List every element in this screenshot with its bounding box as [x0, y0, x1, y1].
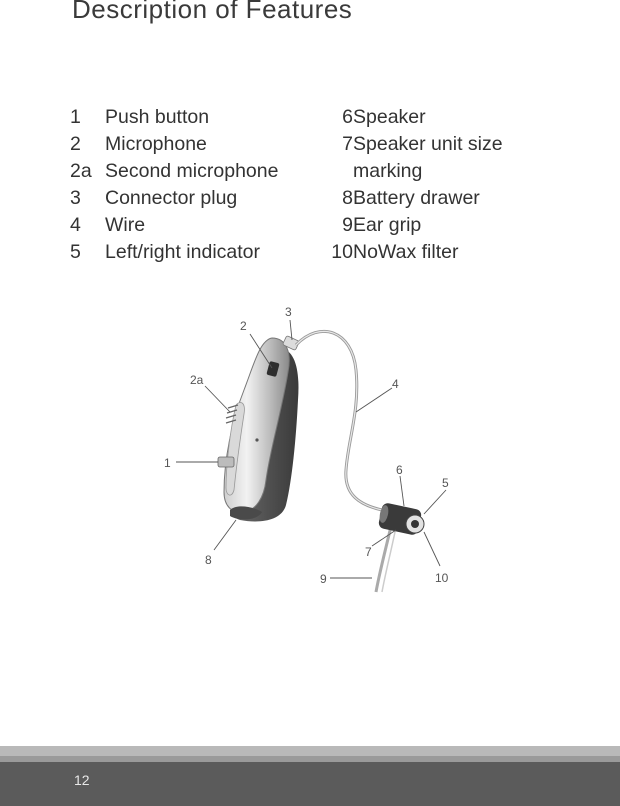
callout-label: 4	[392, 377, 399, 391]
legend-item: 2a Second microphone	[70, 158, 278, 185]
callout-label: 9	[320, 572, 327, 586]
legend-label: Push button	[105, 106, 210, 128]
callout-lines	[176, 319, 447, 579]
battery-drawer	[230, 506, 262, 520]
legend-item: 7 Speaker unit size marking	[316, 131, 543, 185]
legend-label: Wire	[105, 214, 146, 236]
legend-label: NoWax filter	[353, 241, 459, 263]
legend-label: Connector plug	[105, 187, 238, 209]
legend-item: 4 Wire	[70, 212, 278, 239]
legend-label: Microphone	[105, 133, 207, 155]
legend-number: 4	[70, 214, 81, 236]
legend-number: 1	[70, 106, 81, 128]
page-footer	[0, 762, 620, 806]
push-button	[217, 456, 235, 468]
legend-number: 7	[342, 133, 353, 155]
legend-item: 6 Speaker	[316, 104, 543, 131]
legend-item: 5 Left/right indicator	[70, 239, 278, 266]
legend-label: Second microphone	[105, 160, 279, 182]
page-number: 12	[74, 772, 90, 788]
legend-item: 8 Battery drawer	[316, 185, 543, 212]
legend-item: 10 NoWax filter	[316, 239, 543, 266]
legend-label: Battery drawer	[353, 187, 480, 209]
wire	[294, 329, 383, 512]
feature-legend-right: 6 Speaker 7 Speaker unit size marking 8 …	[316, 104, 543, 266]
second-microphone	[225, 404, 239, 424]
feature-legend-left: 1 Push button 2 Microphone 2a Second mic…	[70, 104, 278, 266]
callout-label: 5	[442, 476, 449, 490]
legend-label: Left/right indicator	[105, 241, 261, 263]
legend-number: 2a	[70, 160, 92, 182]
legend-number: 3	[70, 187, 81, 209]
legend-item: 2 Microphone	[70, 131, 278, 158]
legend-label: Speaker	[353, 106, 426, 128]
callout-label: 7	[365, 545, 372, 559]
callout-label: 8	[205, 553, 212, 567]
legend-number: 10	[331, 241, 353, 263]
legend-label: Ear grip	[353, 214, 422, 236]
legend-number: 8	[342, 187, 353, 209]
legend-item: 9 Ear grip	[316, 212, 543, 239]
legend-item: 1 Push button	[70, 104, 278, 131]
legend-number: 5	[70, 241, 81, 263]
callout-label: 10	[435, 571, 449, 585]
page-title: Description of Features	[72, 0, 353, 24]
legend-number: 2	[70, 133, 81, 155]
footer-band-accent	[0, 756, 620, 762]
connector-plug	[282, 335, 300, 351]
callout-label: 6	[396, 463, 403, 477]
speaker	[378, 503, 425, 535]
callout-label: 2	[240, 319, 247, 333]
left-right-dot	[255, 438, 259, 442]
legend-item: 3 Connector plug	[70, 185, 278, 212]
legend-number: 9	[342, 214, 353, 236]
hearing-aid-diagram: 1 2 2a 3 4 5 6 7 8 9 10	[164, 305, 449, 593]
callout-label: 1	[164, 456, 171, 470]
callout-label: 2a	[190, 373, 204, 387]
callout-label: 3	[285, 305, 292, 319]
legend-label: Speaker unit size marking	[353, 133, 503, 182]
legend-number: 6	[342, 106, 353, 128]
